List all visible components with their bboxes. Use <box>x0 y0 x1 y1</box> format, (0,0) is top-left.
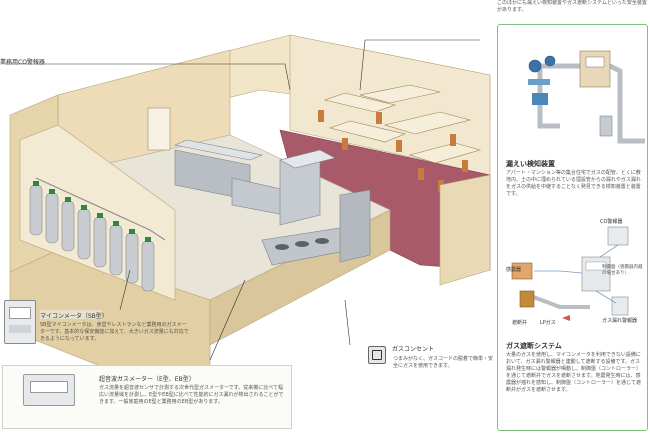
co-alarm-component-label: CO警報器 <box>600 219 623 225</box>
leak-detector-illustration <box>528 50 645 144</box>
valve-component-label: 遮断弁 <box>512 320 528 326</box>
shutoff-system-illustration <box>511 226 629 321</box>
micom-meter-title: マイコンメータ（SB型） <box>40 313 108 320</box>
micom-meter-desc: SB型マイコンメータは、食堂やレストランなど業務用のガスメーターです。基本的な保… <box>40 322 189 342</box>
co-alarm-label: 業務用CO警報器 <box>0 59 45 66</box>
ultrasonic-meter-icon <box>23 374 75 406</box>
restaurant-cutaway-diagram <box>5 34 491 411</box>
safety-equipment-panel: 漏えい検知装置 アパート・マンション等の集合住宅でガスの配管、とくに敷地内、土の… <box>497 24 648 431</box>
gas-outlet-title: ガスコンセント <box>392 346 435 353</box>
lp-gas-component-label: LPガス <box>540 320 556 326</box>
leak-detector-desc: アパート・マンション等の集合住宅でガスの配管、とくに敷地内、土の中に埋められてい… <box>506 170 641 197</box>
top-note: このほかにも漏えい検知装置やガス遮断システムといった安全装置があります。 <box>497 0 647 13</box>
ultrasonic-title: 超音波ガスメーター（E型、EB型） <box>99 376 195 383</box>
leak-detector-title: 漏えい検知装置 <box>506 160 555 168</box>
shutoff-system-desc: 大量のガスを使用し、マイコンメータを利用できない設備において、ガス漏れ警報器と連… <box>506 352 642 393</box>
leak-alarm-component-label: ガス漏れ警報器 <box>602 318 638 324</box>
ultrasonic-meter-box: 超音波ガスメーター（E型、EB型） ガス流量を超音波センサで計測する次世代型ガス… <box>2 365 292 429</box>
ultrasonic-desc: ガス流量を超音波センサで計測する次世代型ガスメーターです。従来機に比べて幅広い流… <box>99 385 284 405</box>
gas-meter-icon <box>4 300 36 344</box>
gas-outlet-desc: つまみがなく、ガスコードの脱着で簡単・安全にガスを使用できます。 <box>393 356 494 369</box>
shutoff-system-title: ガス遮断システム <box>506 342 562 350</box>
controller-component-label: 制御盤（感震器内蔵の場合あり） <box>602 265 643 276</box>
sensor-component-label: 感震器 <box>506 267 522 273</box>
door <box>147 107 171 151</box>
gas-cylinder-icon <box>29 177 166 292</box>
gas-outlet-icon <box>368 346 386 364</box>
